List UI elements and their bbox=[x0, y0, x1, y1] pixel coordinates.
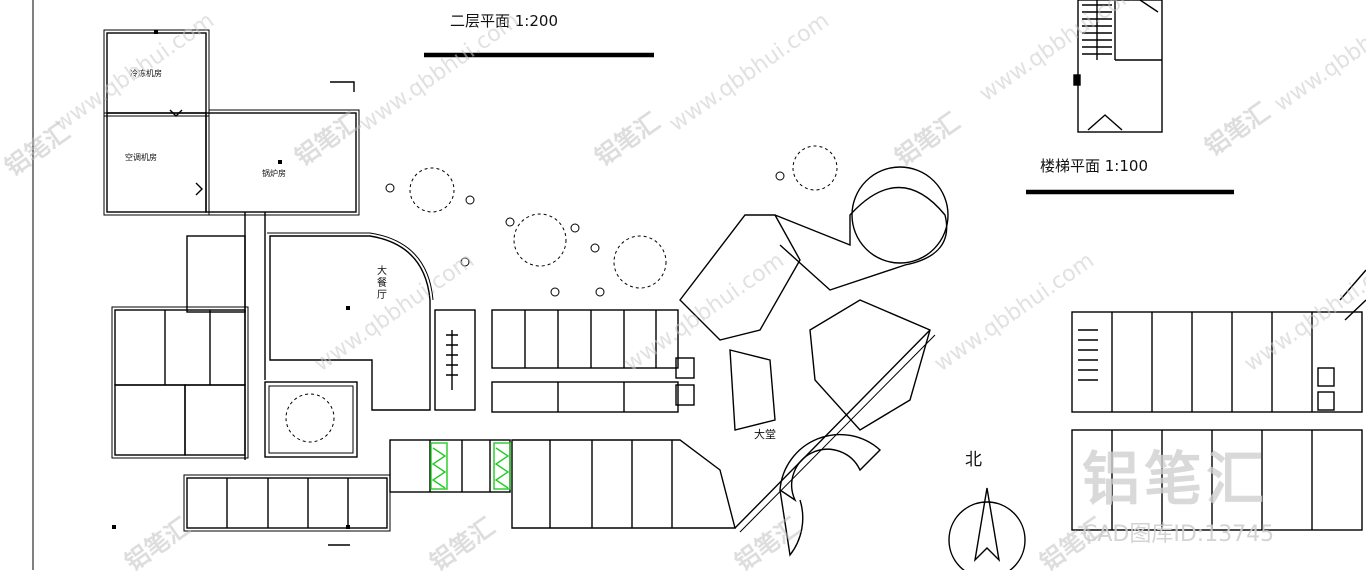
north-label: 北 bbox=[965, 450, 982, 470]
room-cold-machine: 冷冻机房 bbox=[130, 69, 162, 78]
room-lobby: 大堂 bbox=[754, 428, 776, 441]
room-ac-machine: 空调机房 bbox=[125, 153, 157, 162]
room-dining-hall: 大餐厅 bbox=[377, 266, 387, 301]
second-floor-title: 二层平面 1:200 bbox=[450, 12, 558, 30]
watermark-stamp: 铝笔汇 bbox=[1082, 445, 1269, 513]
room-boiler: 锅炉房 bbox=[262, 169, 286, 178]
stair-plan-title: 楼梯平面 1:100 bbox=[1040, 157, 1148, 175]
watermark-cad-id: CAD图库ID:13745 bbox=[1082, 522, 1275, 547]
